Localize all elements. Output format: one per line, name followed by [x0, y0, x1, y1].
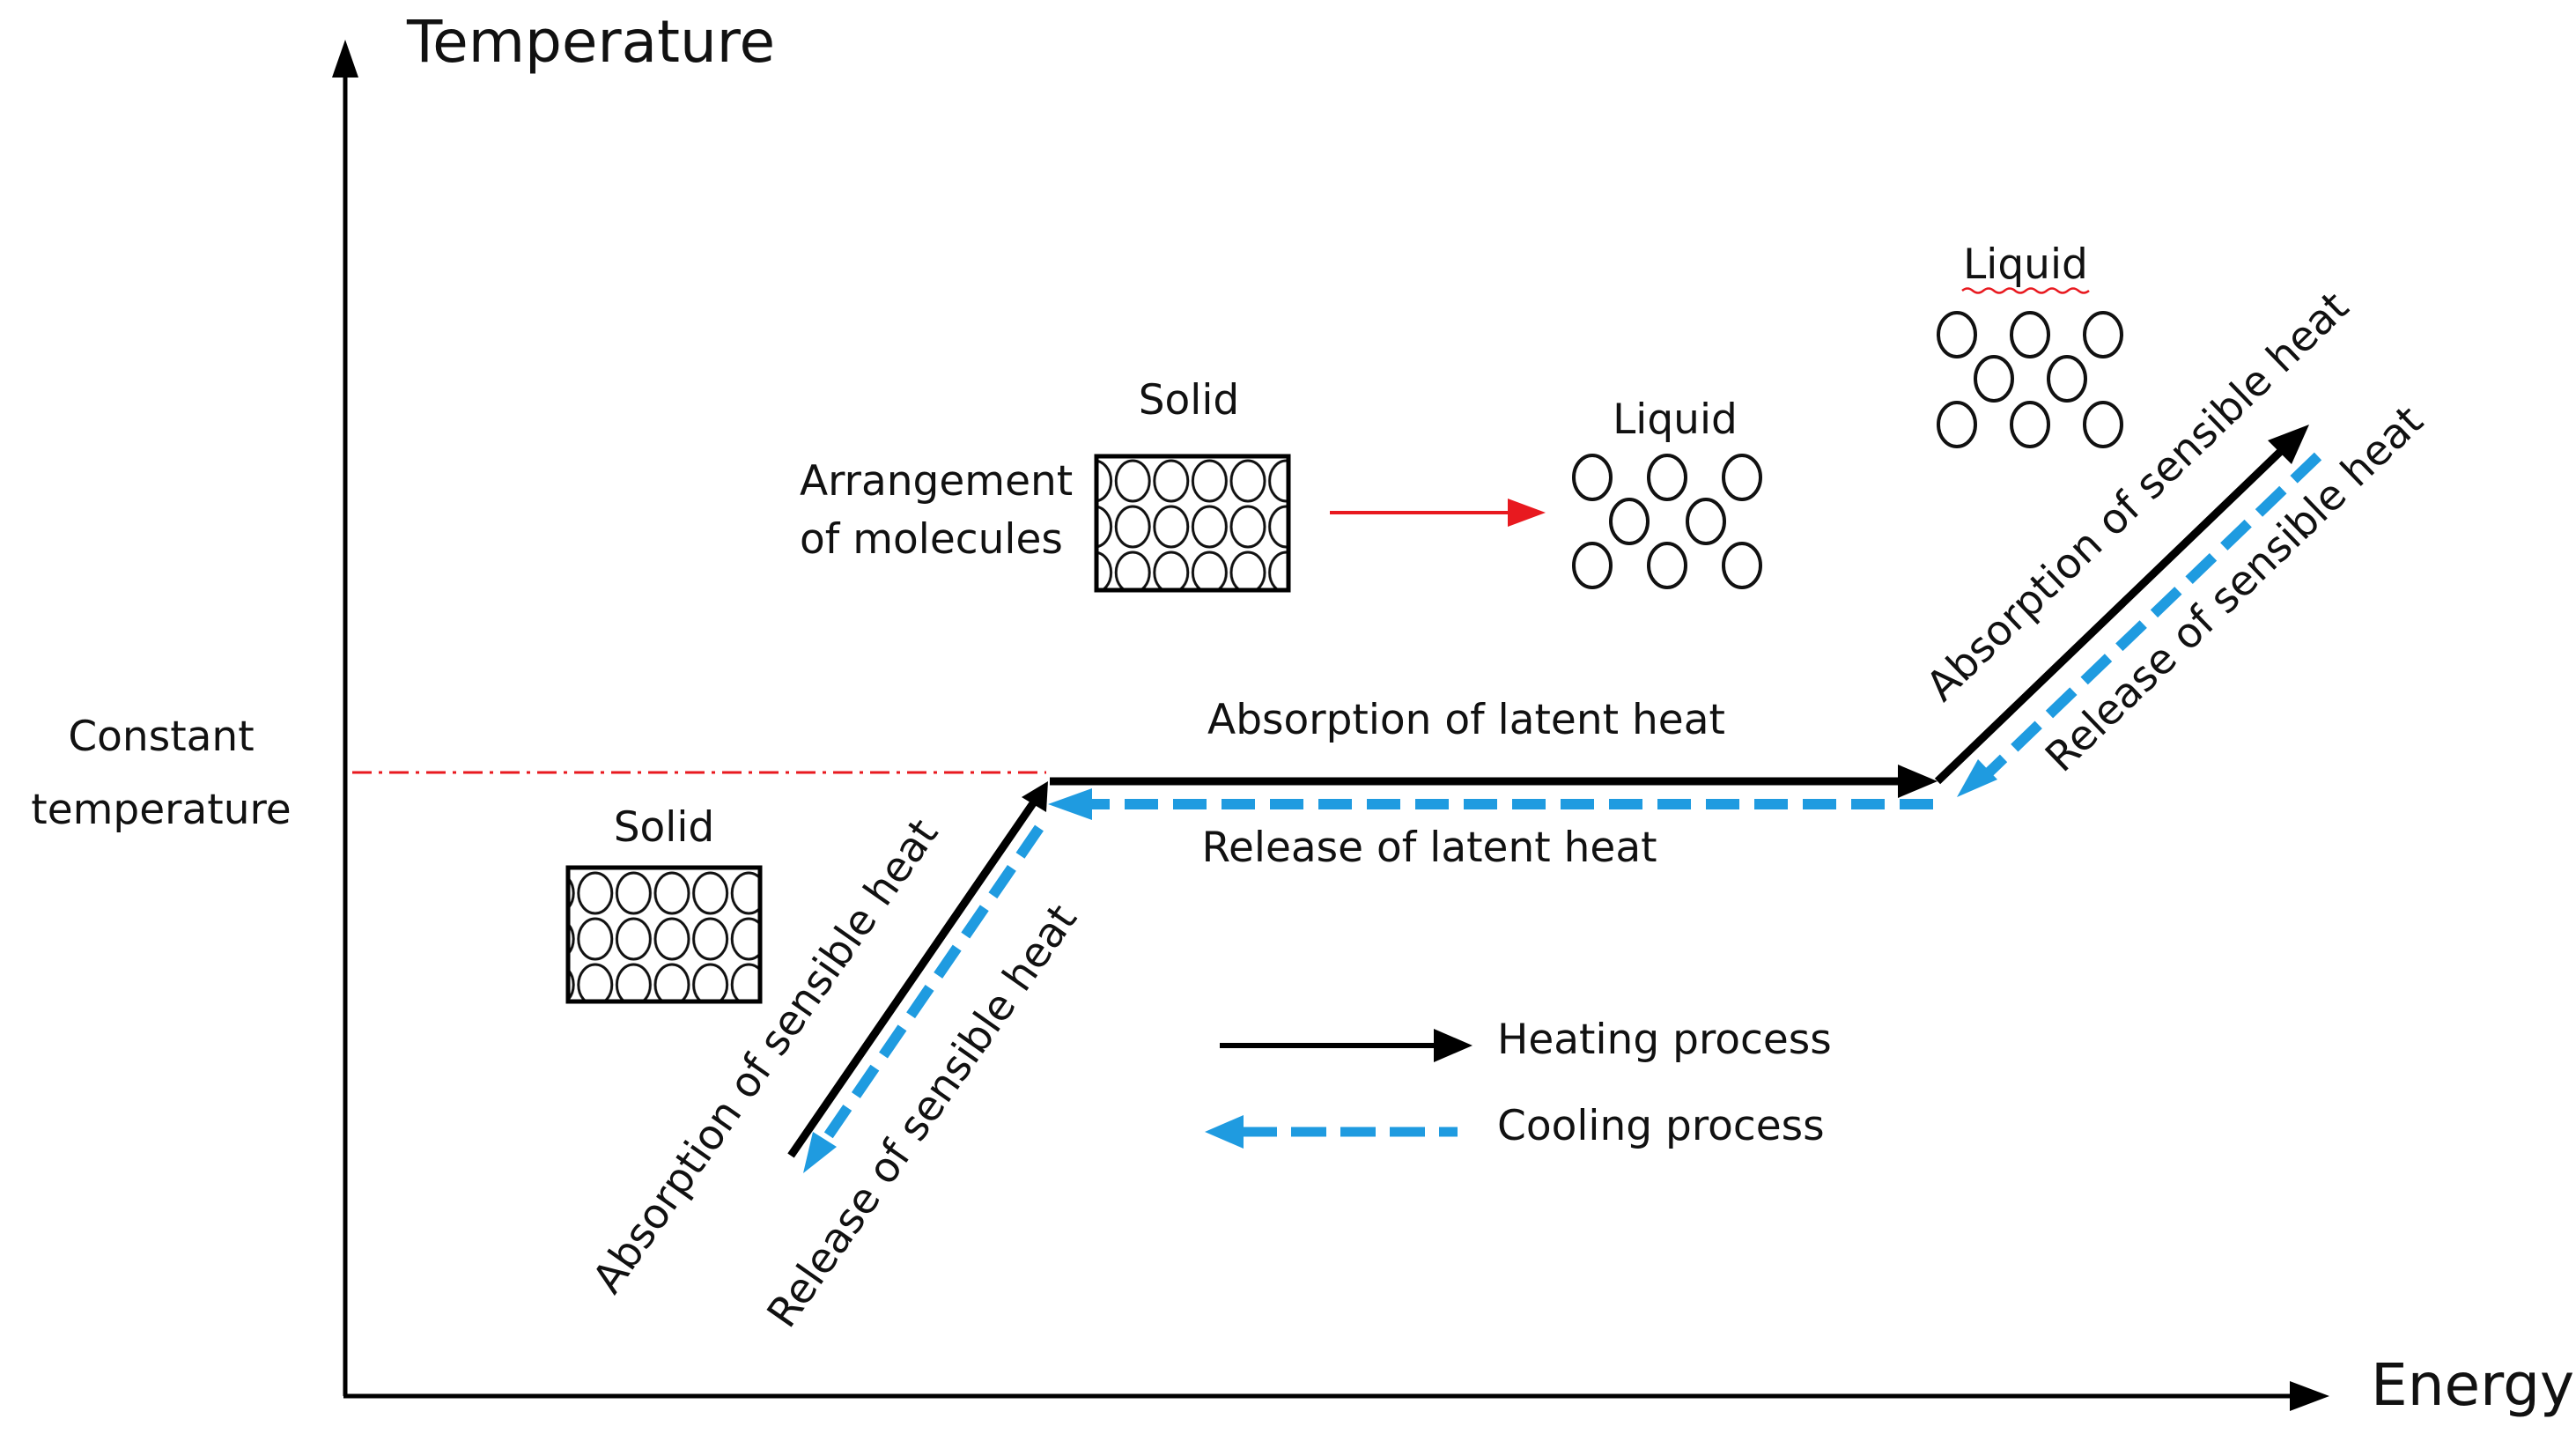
absorption-latent-label: Absorption of latent heat [1207, 696, 1725, 744]
heating-arrowheads [1022, 425, 2309, 812]
liquid-molecules-middle [1572, 454, 1762, 589]
solid-molecule-lattice-top [1094, 454, 1291, 593]
constant-temperature-label-line1: Constant [68, 713, 254, 761]
axes [332, 40, 2329, 1411]
legend-heating-swatch [1220, 1029, 1473, 1062]
legend: Heating process Cooling process [1205, 1016, 1832, 1150]
cooling-arrowhead-latent [1048, 788, 1092, 820]
release-sensible-right-label: Release of sensible heat [2036, 396, 2432, 781]
heating-sensible-right-line [1934, 447, 2284, 785]
cooling-sensible-right-line [1977, 452, 2322, 784]
x-axis-arrowhead [2290, 1381, 2329, 1411]
liquid-middle-label: Liquid [1613, 395, 1738, 444]
cooling-sensible-left-line [823, 824, 1044, 1140]
arrangement-label-line2: of molecules [800, 515, 1063, 564]
legend-cooling-label: Cooling process [1497, 1102, 1825, 1150]
cooling-arrowhead-right [1957, 759, 1997, 797]
cooling-arrowheads [803, 759, 1997, 1173]
solid-left-label: Solid [614, 803, 715, 852]
arrangement-label-line1: Arrangement [800, 457, 1073, 506]
heating-arrowhead-left [1022, 781, 1048, 812]
melting-transition-arrow [1330, 499, 1546, 527]
liquid-right-spellcheck-underline [1961, 287, 2090, 294]
liquid-molecules-right [1937, 311, 2123, 448]
heating-path [787, 447, 2284, 1158]
heating-arrowhead-latent [1898, 765, 1938, 798]
legend-heating-label: Heating process [1497, 1016, 1832, 1064]
solid-molecule-lattice-left [565, 865, 763, 1004]
release-latent-label: Release of latent heat [1201, 824, 1657, 872]
cooling-arrowhead-left [803, 1132, 837, 1173]
constant-temperature-label-line2: temperature [31, 786, 291, 834]
y-axis-arrowhead [332, 40, 358, 78]
cooling-path [823, 452, 2322, 1140]
heating-sensible-left-line [787, 801, 1037, 1158]
legend-cooling-swatch [1205, 1115, 1458, 1149]
solid-top-label: Solid [1139, 376, 1240, 425]
y-axis-title: Temperature [406, 8, 775, 76]
heating-arrowhead-right [2268, 425, 2309, 464]
absorption-sensible-right-label: Absorption of sensible heat [1917, 283, 2358, 711]
x-axis-title: Energy [2371, 1351, 2574, 1419]
liquid-right-label: Liquid [1963, 240, 2088, 289]
